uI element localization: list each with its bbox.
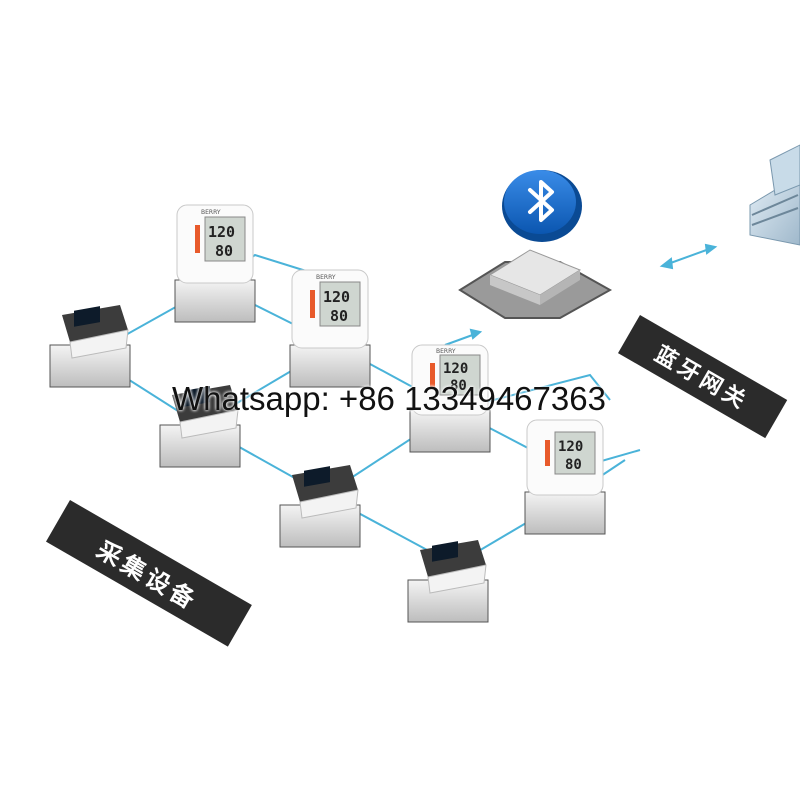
pulse-oximeter [279,465,361,548]
bp-diastolic: 80 [215,242,233,260]
bp-diastolic: 80 [565,457,582,473]
bp-monitor: BERRY 120 80 [174,204,256,323]
bp-systolic: 120 [558,439,583,455]
bp-brand: BERRY [316,274,336,281]
bp-systolic: 120 [323,288,350,306]
bp-systolic: 120 [208,223,235,241]
bp-brand: BERRY [436,348,456,355]
network-line [454,373,611,411]
data-arrow [444,328,483,346]
gateway-device-icon [458,249,613,319]
server-icon [749,144,800,246]
pulse-oximeter [49,305,131,388]
bp-monitor: BERRY 120 80 [289,269,371,388]
bp-brand: BERRY [201,209,221,216]
watermark-text: Whatsapp: +86 13349467363 [172,380,606,417]
bp-diastolic: 80 [330,307,348,325]
bp-monitor: BERRY 120 80 [409,344,491,453]
bp-diastolic: 80 [450,378,467,394]
bp-monitor: 120 80 [524,419,606,535]
pulse-oximeter [407,540,489,623]
bidirectional-arrow [659,243,718,270]
bp-systolic: 120 [443,361,468,377]
bluetooth-icon [502,170,582,242]
pulse-oximeter [159,385,241,468]
